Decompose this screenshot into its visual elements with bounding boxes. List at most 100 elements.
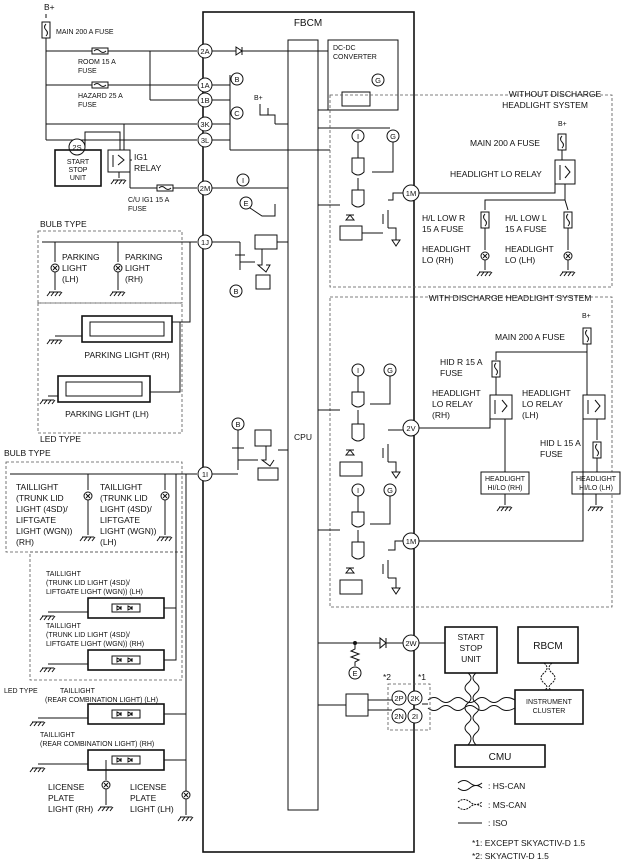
- main200-with-label: MAIN 200 A FUSE: [495, 332, 565, 342]
- pin-1i-label: 1I: [202, 470, 208, 479]
- start-stop-unit-right: [444, 626, 498, 674]
- tail-rh-l4: LIFTGATE: [16, 515, 56, 525]
- hilo-lh-label-1: HEADLIGHT: [576, 476, 617, 483]
- hl-lo-relay-rh-box: [489, 394, 513, 420]
- room-fuse-icon: [91, 47, 109, 55]
- parking-rh-label-1: PARKING: [125, 252, 163, 262]
- hid-l-fuse-icon: [592, 441, 602, 459]
- without-discharge-box: [329, 94, 613, 288]
- dcdc-label-2: CONVERTER: [333, 54, 377, 61]
- ssu-label-2: STOP: [69, 167, 88, 174]
- rcl-rh-l1: TAILLIGHT: [40, 732, 76, 739]
- pin-2a-label: 2A: [200, 47, 209, 56]
- legend-ms-can: : MS-CAN: [488, 800, 526, 810]
- parking-rh-label-3: (RH): [125, 274, 143, 284]
- hid-l-label-1: HID L 15 A: [540, 438, 581, 448]
- tail-led-rh-l2: (TRUNK LID LIGHT (4SD)/: [46, 632, 130, 639]
- rbcm-label: RBCM: [533, 641, 562, 652]
- legend-hs-can: : HS-CAN: [488, 781, 525, 791]
- tail-bulb-rh-icon: [83, 491, 93, 501]
- hl-low-l-label-1: H/L LOW L: [505, 213, 547, 223]
- pin-1j-label: 1J: [201, 238, 209, 247]
- ssu-right-l1: START: [457, 632, 484, 642]
- tail-led-lh-l3: LIFTGATE LIGHT (WGN)) (LH): [46, 589, 143, 596]
- main-fuse-without-icon: [557, 133, 567, 151]
- fbcm-label: FBCM: [294, 18, 322, 29]
- tail-lh-l5: LIGHT (WGN)): [100, 526, 157, 536]
- license-rh-l2: PLATE: [48, 793, 75, 803]
- tail-led-lh-l2: (TRUNK LID LIGHT (4SD)/: [46, 580, 130, 587]
- parking-led-rh-box: [81, 315, 173, 343]
- ig1-label-1: IG1: [134, 152, 148, 162]
- pin-2k: [407, 690, 423, 706]
- sym-b-3: B: [235, 420, 240, 429]
- tail-rh-l1: TAILLIGHT: [16, 482, 58, 492]
- pin-2w-label: 2W: [405, 639, 417, 648]
- hl-lo-relay-lh-label-3: (LH): [522, 410, 539, 420]
- hl-lo-relay-lh-label-1: HEADLIGHT: [522, 388, 571, 398]
- hazard-fuse-label-2: FUSE: [78, 102, 97, 109]
- sym-c-1: C: [234, 109, 240, 118]
- rcl-rh-l2: (REAR COMBINATION LIGHT) (RH): [40, 741, 154, 748]
- hl-lo-rh-label-2: LO (RH): [422, 255, 454, 265]
- tail-led-lh-icon: [111, 603, 141, 613]
- pin-2p-label: 2P: [394, 694, 403, 703]
- hl-low-l-label-2: 15 A FUSE: [505, 224, 547, 234]
- sym-i-4: I: [357, 486, 359, 495]
- hl-low-r-label-2: 15 A FUSE: [422, 224, 464, 234]
- dcdc-ground-symbol: G: [375, 76, 381, 85]
- note2-mark: *2: [383, 672, 391, 682]
- bplus-top-label: B+: [44, 2, 55, 12]
- tail-lh-l3: LIGHT (4SD)/: [100, 504, 152, 514]
- tail-lh-l2: (TRUNK LID: [100, 493, 148, 503]
- ssu-right-l2: STOP: [460, 643, 483, 653]
- pin-3k-label: 3K: [200, 120, 209, 129]
- start-stop-unit-left: [54, 149, 102, 187]
- parking-rh-label-2: LIGHT: [125, 263, 150, 273]
- note2-text: *2: SKYACTIV-D 1.5: [472, 851, 549, 861]
- led-type-label-2: LED TYPE: [4, 688, 38, 695]
- hl-lo-lh-label-2: LO (LH): [505, 255, 535, 265]
- pin-1b-label: 1B: [200, 96, 209, 105]
- license-rh-l1: LICENSE: [48, 782, 85, 792]
- parking-bulb-rh-icon: [113, 263, 123, 273]
- rcl-lh-l1: TAILLIGHT: [60, 688, 96, 695]
- cmu-box: [454, 744, 546, 768]
- note1-text: *1: EXCEPT SKYACTIV-D 1.5: [472, 838, 585, 848]
- license-lh-l2: PLATE: [130, 793, 157, 803]
- tail-led-rh-l1: TAILLIGHT: [46, 623, 82, 630]
- dcdc-label-1: DC-DC: [333, 45, 356, 52]
- sym-i-2: I: [357, 132, 359, 141]
- sym-b-2: B: [233, 287, 238, 296]
- tail-rh-l6: (RH): [16, 537, 34, 547]
- led-type-label-1: LED TYPE: [40, 434, 81, 444]
- pin-2p: [391, 690, 407, 706]
- instrument-cluster-box: [514, 689, 584, 725]
- tail-rh-l2: (TRUNK LID: [16, 493, 64, 503]
- ic-label-1: INSTRUMENT: [526, 699, 573, 706]
- pin-2i-label: 2I: [412, 712, 418, 721]
- hilo-lh-label-2: HI/LO (LH): [579, 485, 613, 492]
- tail-lh-l6: (LH): [100, 537, 117, 547]
- pin-1m-bottom-label: 1M: [406, 537, 416, 546]
- tail-bulb-lh-icon: [160, 491, 170, 501]
- parking-lh-label-2: LIGHT: [62, 263, 87, 273]
- sym-g-2: G: [390, 132, 396, 141]
- pin-2k-label: 2K: [410, 694, 419, 703]
- hid-r-fuse-icon: [491, 360, 501, 378]
- ssu-label-1: START: [67, 159, 90, 166]
- sym-i-1: I: [242, 176, 244, 185]
- hazard-fuse-icon: [91, 81, 109, 89]
- hl-lo-relay-rh-label-2: LO RELAY: [432, 399, 473, 409]
- sym-g-4: G: [387, 486, 393, 495]
- hl-lo-rh-bulb-icon: [480, 251, 490, 261]
- pin-3l-label: 3L: [201, 136, 209, 145]
- rcl-led-rh-icon: [111, 755, 141, 765]
- hid-l-label-2: FUSE: [540, 449, 563, 459]
- cu-ig1-label-2: FUSE: [128, 206, 147, 213]
- ic-label-2: CLUSTER: [533, 708, 566, 715]
- ig1-relay-box: [107, 149, 131, 173]
- pin-2n: [391, 708, 407, 724]
- license-rh-l3: LIGHT (RH): [48, 804, 93, 814]
- hid-r-label-1: HID R 15 A: [440, 357, 483, 367]
